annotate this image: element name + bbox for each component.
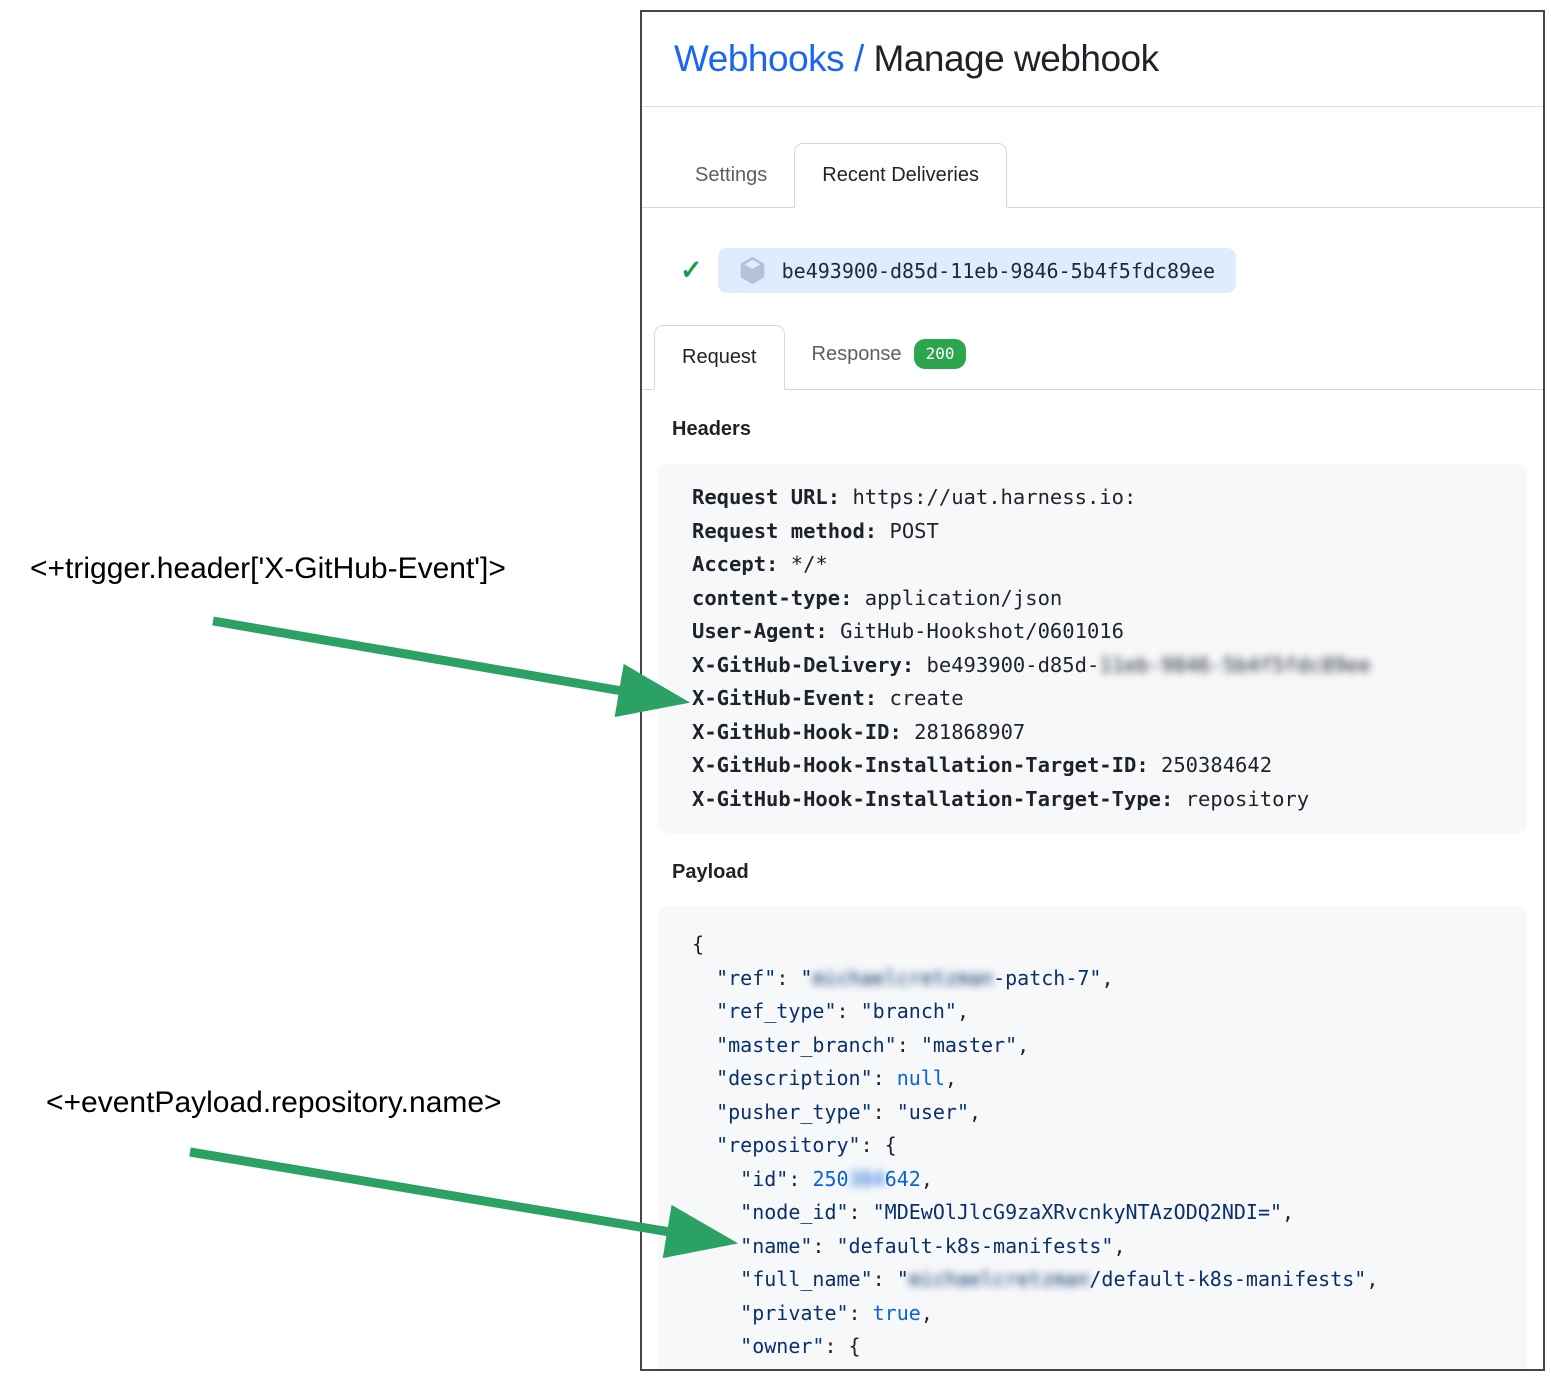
package-icon — [740, 257, 764, 284]
tab-request[interactable]: Request — [654, 325, 785, 390]
headers-heading: Headers — [672, 418, 751, 440]
tab-response[interactable]: Response 200 — [785, 319, 994, 389]
json-line: "name": "default-k8s-manifests", — [740, 1233, 1126, 1258]
json-line: { — [692, 932, 705, 956]
delivery-id-pill[interactable]: be493900-d85d-11eb-9846-5b4f5fdc89ee — [717, 248, 1237, 293]
breadcrumb-current-page: Manage webhook — [873, 38, 1160, 79]
title-divider — [642, 106, 1543, 107]
header-line: X-GitHub-Hook-Installation-Target-Type: … — [692, 786, 1310, 811]
breadcrumb-webhooks-link[interactable]: Webhooks / — [674, 38, 864, 79]
arrow-to-x-github-event — [212, 616, 691, 718]
header-line: Request method: POST — [692, 518, 939, 543]
annotation-trigger-expression: <+trigger.header['X-GitHub-Event']> — [30, 552, 506, 585]
webhook-panel: Webhooks / Manage webhook Settings Recen… — [640, 10, 1545, 1371]
json-line: "owner": { — [740, 1334, 861, 1358]
tab-recent-deliveries[interactable]: Recent Deliveries — [794, 143, 1007, 208]
header-line: X-GitHub-Event: create — [692, 686, 964, 710]
breadcrumb-separator: / — [853, 38, 864, 79]
annotation-payload-expression: <+eventPayload.repository.name> — [46, 1086, 502, 1119]
tab-response-label: Response — [811, 342, 902, 365]
breadcrumb-section: Webhooks — [674, 38, 845, 79]
request-response-tabs: Request Response 200 — [642, 319, 1543, 390]
json-line: "full_name": "michaelcretzman/default-k8… — [740, 1267, 1379, 1291]
payload-heading: Payload — [672, 861, 749, 883]
json-line: "id": 250384642, — [740, 1166, 933, 1191]
arrow-to-repository-name — [189, 1147, 739, 1259]
json-line: "pusher_type": "user", — [716, 1099, 982, 1124]
main-tabs: Settings Recent Deliveries — [642, 143, 1543, 208]
json-line: "description": null, — [716, 1066, 957, 1090]
header-line: Request URL: https://uat.harness.io: — [692, 485, 1137, 509]
json-line: "ref_type": "branch", — [716, 999, 969, 1023]
header-line: Accept: */* — [692, 552, 828, 576]
header-line: content-type: application/json — [692, 585, 1063, 610]
check-icon: ✓ — [680, 255, 703, 285]
tab-settings[interactable]: Settings — [695, 164, 768, 186]
page-title: Webhooks / Manage webhook — [674, 38, 1527, 80]
delivery-id: be493900-d85d-11eb-9846-5b4f5fdc89ee — [781, 258, 1216, 283]
json-line: "master_branch": "master", — [716, 1032, 1030, 1057]
delivery-row: ✓ be493900-d85d-11eb-9846-5b4f5fdc89ee — [680, 248, 1527, 293]
json-line: "ref": "michaelcretzman-patch-7", — [716, 965, 1114, 990]
header-line: X-GitHub-Hook-Installation-Target-ID: 25… — [692, 753, 1273, 777]
status-200-badge: 200 — [913, 339, 967, 369]
json-line: "private": true, — [740, 1300, 933, 1325]
json-line: "repository": { — [716, 1133, 897, 1157]
headers-box: Request URL: https://uat.harness.io: Requ… — [658, 464, 1527, 833]
payload-box: { "ref": "michaelcretzman-patch-7", "ref… — [658, 906, 1527, 1369]
header-line: X-GitHub-Hook-ID: 281868907 — [692, 719, 1026, 744]
json-line: "node_id": "MDEwOlJlcG9zaXRvcnkyNTAzODQ2… — [740, 1200, 1295, 1224]
header-line: User-Agent: GitHub-Hookshot/0601016 — [692, 619, 1124, 643]
header-line: X-GitHub-Delivery: be493900-d85d-11eb-98… — [692, 652, 1371, 677]
